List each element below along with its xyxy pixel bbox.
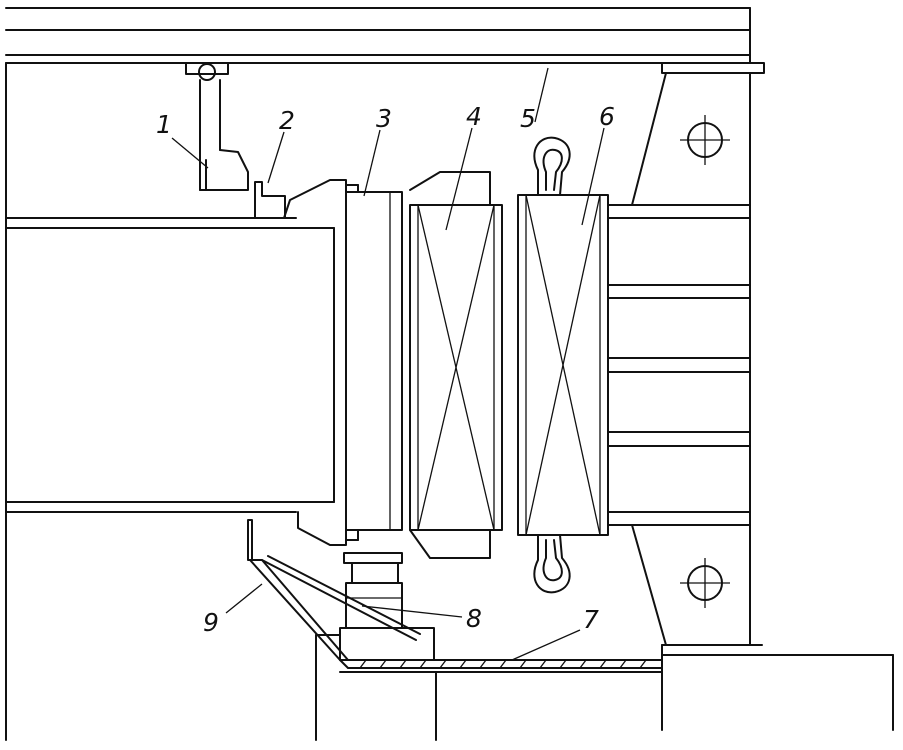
label-9: 9 (203, 608, 219, 637)
right-frame (607, 62, 765, 646)
label-5: 5 (520, 104, 536, 133)
label-6: 6 (599, 102, 615, 131)
label-8: 8 (466, 604, 482, 633)
roller-assembly (339, 552, 435, 661)
scraper (247, 519, 421, 661)
top-beam (5, 7, 751, 64)
label-1: 1 (156, 110, 172, 139)
flange-collar (283, 179, 403, 546)
floor-plate (339, 659, 663, 669)
label-2: 2 (279, 106, 295, 135)
label-7: 7 (583, 605, 599, 634)
small-bracket (254, 181, 286, 219)
coil-6 (517, 194, 609, 536)
leader-lines (171, 67, 605, 661)
main-cylinder (5, 217, 335, 513)
hanger-bracket (185, 62, 249, 191)
cable-loop-top (533, 136, 571, 196)
label-3: 3 (376, 104, 392, 133)
bottom-base (315, 634, 894, 741)
label-4: 4 (466, 102, 482, 131)
coil-4 (409, 171, 503, 559)
cable-loop-bottom (533, 534, 571, 594)
